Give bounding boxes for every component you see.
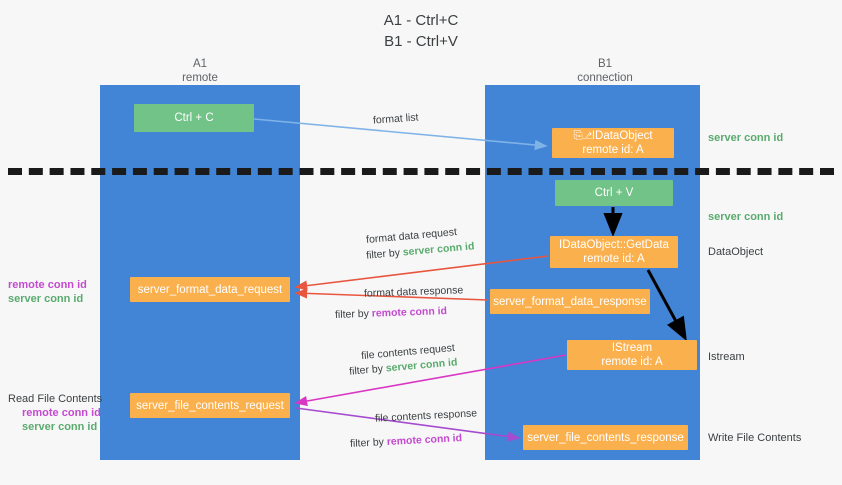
wire-format-list [253,118,548,151]
column-header-a1: A1 remote [182,58,218,84]
note-left-remote-conn-id: remote conn id [8,279,87,291]
column-header-b1: B1 connection [577,58,633,84]
filter-by-label-2: filter by [334,307,372,321]
node-set-idataobject[interactable]: ⎘⎇IDataObject remote id: A [552,128,674,158]
filter-by-label-3: filter by [348,362,387,378]
note-server-conn-id-top: server conn id [708,131,783,145]
page-title: A1 - Ctrl+C B1 - Ctrl+V [383,12,459,50]
node-server-file-contents-request[interactable]: server_file_contents_request [130,393,290,418]
note-left-server-conn-id: server conn id [8,293,84,305]
filter-by-label-1: filter by [365,246,404,262]
wire-file-contents-request [294,354,567,407]
wire-format-data-response [294,288,489,301]
wire-getdata-istream [646,269,687,342]
filter-remote-conn-id-2: remote conn id [386,432,463,448]
node-idataobject-getdata[interactable]: IDataObject::GetData remote id: A [550,236,678,268]
dashed-divider [8,168,834,175]
node-server-format-data-response[interactable]: server_format_data_response [490,289,650,314]
wire-format-data-request [294,255,549,291]
note-read-server-conn-id: server conn id [22,421,98,433]
node-server-file-contents-response[interactable]: server_file_contents_response [523,425,688,450]
note-left-conn-ids: remote conn id server conn id [8,278,87,306]
node-ctrl-c[interactable]: Ctrl + C [134,104,254,132]
filter-remote-conn-id-1: remote conn id [371,305,448,320]
note-read-file-contents-group: Read File Contents remote conn id server… [8,392,102,434]
note-server-conn-id-mid: server conn id [708,210,783,224]
node-istream[interactable]: IStream remote id: A [567,340,697,370]
note-istream: Istream [708,351,745,363]
note-write-file-contents: Write File Contents [708,432,802,444]
node-ctrl-v[interactable]: Ctrl + V [555,180,673,206]
note-server-conn-id-top-text: server conn id [708,132,784,144]
note-server-conn-id-mid-text: server conn id [708,211,784,223]
note-read-remote-conn-id: remote conn id [22,407,101,419]
note-dataobject: DataObject [708,246,764,258]
note-read-file-contents: Read File Contents [8,393,103,405]
wire-file-contents-response [295,407,521,442]
node-server-format-data-request[interactable]: server_format_data_request [130,277,290,302]
filter-by-label-4: filter by [349,436,388,450]
